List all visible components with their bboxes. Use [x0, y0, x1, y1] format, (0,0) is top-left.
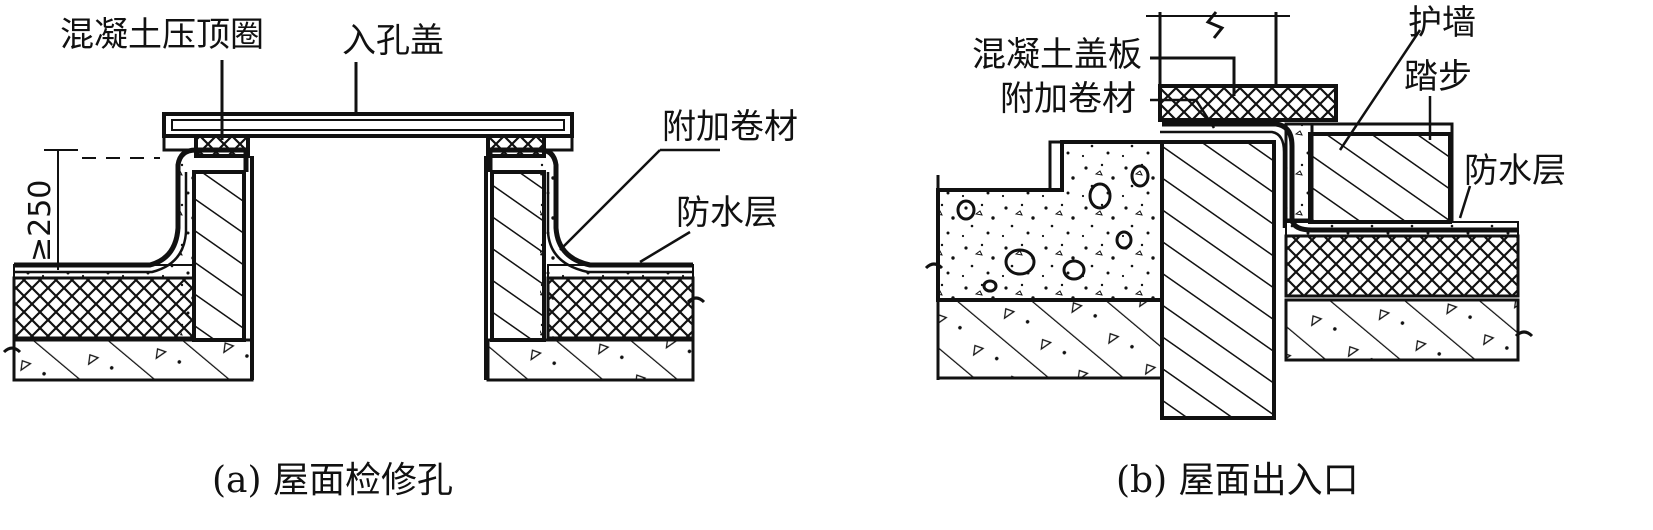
- panel-b-waterproof-membrane: [1162, 121, 1518, 233]
- panel-b-label-parapet: 护墙: [1408, 3, 1476, 43]
- panel-b-label-waterproof-layer: 防水层: [1464, 151, 1566, 191]
- panel-a-min-height-dimension: ≥250: [23, 180, 58, 262]
- panel-b-caption: (b) 屋面出入口: [1116, 460, 1359, 501]
- panel-a-slab-right: [486, 338, 695, 382]
- panel-b-label-step: 踏步: [1404, 57, 1472, 97]
- panel-a-drawing: ≥250: [2, 60, 720, 382]
- panel-a-manhole-cover: [162, 112, 574, 138]
- panel-b-label-extra-membrane: 附加卷材: [1000, 79, 1136, 119]
- panel-b-drawing: [924, 11, 1534, 420]
- panel-a-caption: (a) 屋面检修孔: [212, 460, 453, 501]
- panel-b-slab-right: [1284, 298, 1520, 362]
- panel-b-label-concrete-cover-slab: 混凝土盖板: [972, 35, 1142, 75]
- panel-b-concrete-cover-slab: [1158, 84, 1338, 122]
- panel-b-wall: [1160, 140, 1276, 420]
- panel-a-slab-left: [12, 338, 254, 382]
- panel-a-insulation-right: [546, 276, 695, 340]
- panel-a-curb-left: [192, 170, 246, 342]
- panel-a-label-extra-membrane: 附加卷材: [662, 107, 798, 147]
- panel-b-insulation-right: [1284, 234, 1520, 298]
- panel-a-label-waterproof-layer: 防水层: [676, 193, 778, 233]
- panel-a-label-concrete-coping: 混凝土压顶圈: [60, 15, 264, 55]
- panel-a-insulation-left: [12, 276, 196, 340]
- panel-b-slab-left: [936, 298, 1164, 380]
- panel-b-step: [1308, 132, 1452, 224]
- panel-a-label-manhole-cover: 入孔盖: [342, 21, 444, 61]
- panel-a-curb-right: [490, 170, 546, 342]
